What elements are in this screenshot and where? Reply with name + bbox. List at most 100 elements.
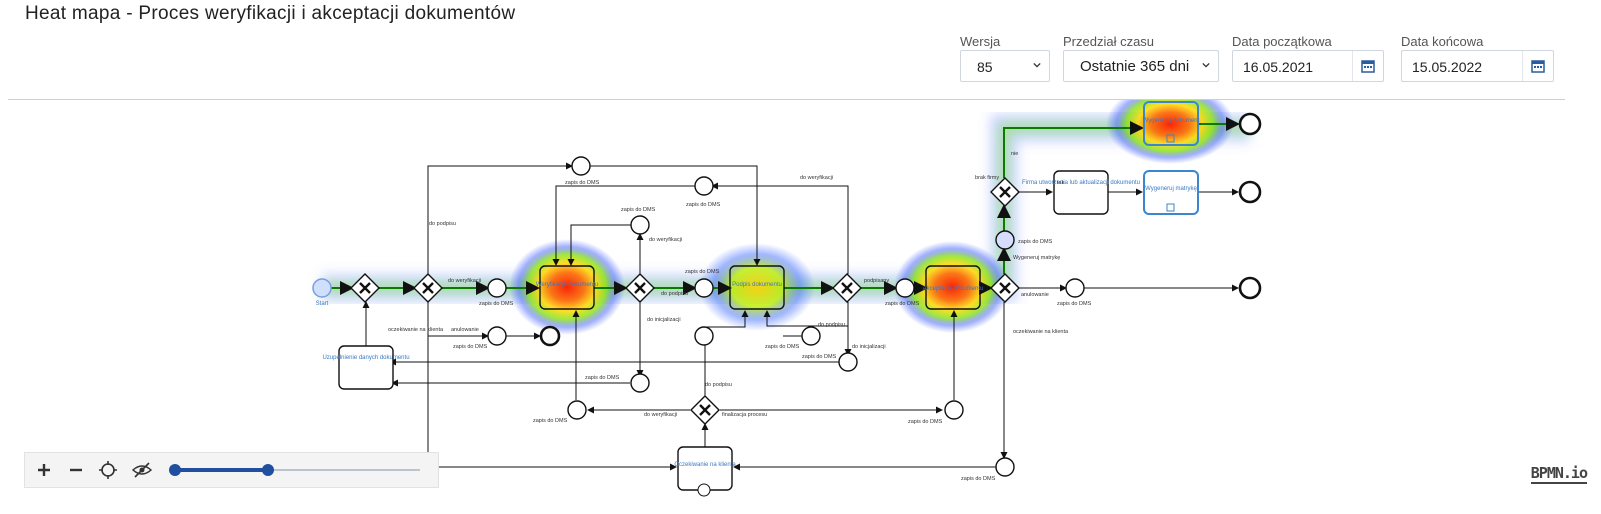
task-generate-document[interactable]: Wygeneruj dokument [1143, 101, 1200, 146]
intermediate-event[interactable] [995, 457, 1015, 477]
exclusive-gateway[interactable] [990, 177, 1020, 207]
intermediate-event[interactable] [995, 230, 1015, 250]
flow-label: zapis do DMS [479, 301, 514, 307]
exclusive-gateway[interactable] [690, 395, 720, 425]
flow-label: zapis do DMS [1018, 239, 1053, 245]
intermediate-event[interactable] [1065, 278, 1085, 298]
exclusive-gateway[interactable] [832, 273, 862, 303]
intermediate-event[interactable] [944, 400, 964, 420]
flow-label: zapis do DMS [565, 180, 600, 186]
flow-label: anulowanie [1021, 292, 1049, 298]
end-event[interactable] [1238, 112, 1262, 136]
flow-label: zapis do DMS [908, 419, 943, 425]
start-date-input[interactable]: 16.05.2021 [1232, 50, 1384, 82]
task-label: Wygeneruj dokument [1143, 118, 1200, 124]
exclusive-gateway[interactable] [413, 273, 443, 303]
flow-label: do inicjalizacji [647, 317, 681, 323]
flow-label: do inicjalizacji [852, 344, 886, 350]
flow-label: zapis do DMS [533, 418, 568, 424]
flow-label: zapis do DMS [621, 207, 656, 213]
task-generate-matrix[interactable]: Wygeneruj matrykę [1143, 170, 1199, 215]
heat-range-slider[interactable] [169, 464, 420, 476]
task-wait-client[interactable]: Oczekiwanie na klienta [674, 446, 736, 497]
intermediate-event[interactable] [801, 326, 821, 346]
process-version-value: 85 [977, 59, 993, 75]
events [312, 112, 1262, 477]
flow-label: zapis do DMS [765, 344, 800, 350]
flow-label: brak firmy [975, 175, 999, 181]
exclusive-gateway[interactable] [990, 273, 1020, 303]
calendar-icon [1531, 60, 1545, 73]
task-label: Podpis dokumentu [732, 282, 782, 288]
start-event[interactable] [312, 278, 332, 298]
flow-label: do podpisu [705, 382, 732, 388]
intermediate-event[interactable] [694, 176, 714, 196]
task-label: Firma utworzenia lub aktualizacji dokume… [1022, 180, 1140, 186]
flow-label: anulowanie [451, 327, 479, 333]
exclusive-gateway[interactable] [625, 273, 655, 303]
start-date-value: 16.05.2021 [1243, 59, 1314, 75]
flow-labels: Start do weryfikacji do podpisu zapis do… [316, 151, 1092, 482]
flow-label: zapis do DMS [686, 202, 721, 208]
task-sign[interactable]: Podpis dokumentu [729, 265, 785, 310]
heat-spots [509, 100, 1234, 335]
time-range-select[interactable]: Ostatnie 365 dni [1063, 50, 1219, 82]
flow-label: zapis do DMS [802, 354, 837, 360]
task-label: Wygeneruj matrykę [1145, 186, 1197, 192]
intermediate-event[interactable] [838, 352, 858, 372]
task-accept[interactable]: Akceptacja dokumentu [923, 265, 984, 310]
end-event[interactable] [1238, 180, 1262, 204]
process-version-filter: Wersja procesu 85 [960, 34, 1050, 82]
intermediate-event[interactable] [571, 156, 591, 176]
process-version-label: Wersja procesu [960, 34, 1006, 64]
calendar-button[interactable] [1352, 51, 1383, 81]
flow-label: zapis do DMS [961, 476, 996, 482]
intermediate-event[interactable] [487, 278, 507, 298]
gateways [350, 177, 1020, 425]
tasks: Weryfikacja dokumentu Podpis dokumentu A… [322, 101, 1200, 497]
plus-icon [38, 464, 50, 476]
end-date-input[interactable]: 15.05.2022 [1401, 50, 1554, 82]
calendar-icon [1361, 60, 1375, 73]
end-event[interactable] [1238, 276, 1262, 300]
exclusive-gateway[interactable] [350, 273, 380, 303]
flow-label: do podpisu [429, 221, 456, 227]
intermediate-event[interactable] [487, 326, 507, 346]
task-label: Uzupełnienie danych dokumentu [322, 355, 409, 361]
flow-label: oczekiwanie na klienta [388, 327, 444, 333]
toggle-visibility-button[interactable] [127, 453, 157, 487]
intermediate-event[interactable] [694, 326, 714, 346]
flow-label: nie [1011, 151, 1018, 157]
intermediate-event[interactable] [694, 278, 714, 298]
flow-label: Wygeneruj matrykę [1013, 255, 1060, 261]
intermediate-event[interactable] [895, 278, 915, 298]
start-date-label: Data początkowa [1232, 34, 1332, 49]
slider-range-fill [175, 468, 269, 472]
end-date-label: Data końcowa [1401, 34, 1484, 49]
fit-view-button[interactable] [93, 453, 123, 487]
eye-off-icon [131, 462, 153, 478]
task-firm[interactable]: Firma utworzenia lub aktualizacji dokume… [1022, 170, 1140, 215]
flow-label: finalizacja procesu [722, 412, 767, 418]
chevron-down-icon [1033, 62, 1041, 68]
intermediate-event[interactable] [630, 215, 650, 235]
flow-label: do weryfikacji [644, 412, 677, 418]
bpmn-io-logo[interactable]: BPMN.io [1530, 464, 1588, 484]
calendar-button[interactable] [1522, 51, 1553, 81]
flow-label: do weryfikacji [649, 237, 682, 243]
flow-label: podpisany [864, 278, 889, 284]
bpmn-canvas[interactable]: Weryfikacja dokumentu Podpis dokumentu A… [0, 100, 1601, 514]
intermediate-event[interactable] [630, 373, 650, 393]
slider-handle-high[interactable] [262, 464, 275, 476]
time-range-filter: Przedział czasu Ostatnie 365 dni [1063, 34, 1219, 82]
task-complete-data[interactable]: Uzupełnienie danych dokumentu [322, 345, 410, 390]
intermediate-event[interactable] [567, 400, 587, 420]
end-event[interactable] [539, 325, 561, 347]
flow-label: zapis do DMS [885, 301, 920, 307]
zoom-out-button[interactable] [61, 453, 91, 487]
zoom-in-button[interactable] [29, 453, 59, 487]
process-version-select[interactable]: 85 [960, 50, 1050, 82]
task-verify[interactable]: Weryfikacja dokumentu [536, 265, 598, 310]
crosshair-icon [99, 461, 117, 479]
slider-handle-low[interactable] [169, 464, 181, 476]
